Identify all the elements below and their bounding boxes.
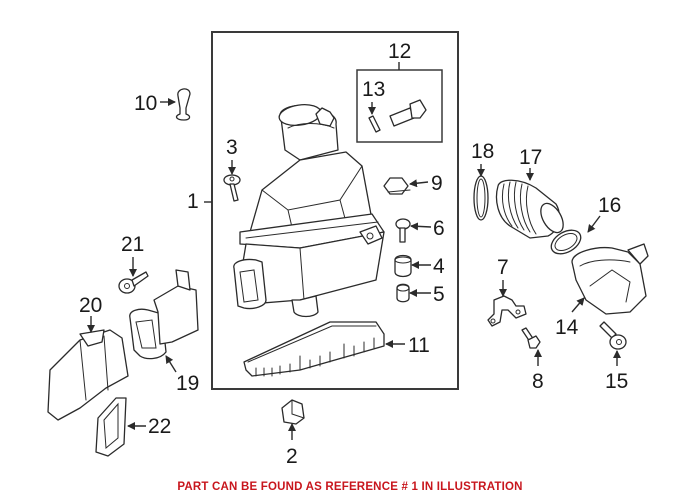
bolt-3[interactable] bbox=[223, 174, 241, 202]
throttle-housing-14[interactable] bbox=[571, 243, 649, 315]
intake-duct-19[interactable] bbox=[129, 269, 199, 360]
reference-note: PART CAN BE FOUND AS REFERENCE # 1 IN IL… bbox=[177, 481, 523, 493]
callout-8: 8 bbox=[532, 370, 544, 393]
callout-3: 3 bbox=[226, 136, 238, 159]
callout-2: 2 bbox=[286, 445, 298, 468]
callout-labels: 1 2 3 4 5 6 7 8 9 10 11 12 13 14 15 16 1… bbox=[79, 40, 628, 468]
plug-10[interactable] bbox=[175, 88, 191, 121]
callout-19: 19 bbox=[176, 372, 199, 395]
clamp-18[interactable] bbox=[473, 175, 489, 221]
nut-9[interactable] bbox=[383, 177, 411, 195]
callout-12: 12 bbox=[388, 40, 411, 63]
callout-6: 6 bbox=[433, 217, 445, 240]
callout-9: 9 bbox=[431, 172, 443, 195]
air-guide-20[interactable] bbox=[47, 329, 129, 421]
callout-1: 1 bbox=[187, 190, 199, 213]
callout-7: 7 bbox=[497, 256, 509, 279]
assembly-box bbox=[211, 31, 459, 390]
bracket-7[interactable] bbox=[487, 295, 527, 327]
callout-20: 20 bbox=[79, 294, 102, 317]
grommet-4[interactable] bbox=[394, 254, 412, 278]
air-filter-element[interactable] bbox=[243, 321, 385, 377]
callout-10: 10 bbox=[134, 92, 157, 115]
bolt-21[interactable] bbox=[118, 271, 149, 294]
clamp-16[interactable] bbox=[547, 225, 585, 258]
screw-6[interactable] bbox=[395, 218, 411, 243]
callout-14: 14 bbox=[555, 316, 579, 339]
leader-lines bbox=[87, 98, 621, 440]
callout-22: 22 bbox=[148, 415, 171, 438]
callout-5: 5 bbox=[433, 283, 445, 306]
callout-17: 17 bbox=[519, 146, 542, 169]
bushing-5[interactable] bbox=[396, 283, 410, 303]
callout-15: 15 bbox=[605, 370, 628, 393]
seal-13[interactable] bbox=[368, 115, 381, 133]
intake-boot-17[interactable] bbox=[495, 179, 568, 239]
bolt-8[interactable] bbox=[521, 327, 541, 349]
callout-21: 21 bbox=[121, 233, 144, 256]
bolt-15[interactable] bbox=[599, 321, 627, 350]
callout-11: 11 bbox=[408, 334, 430, 357]
callout-18: 18 bbox=[471, 140, 494, 163]
callout-16: 16 bbox=[598, 194, 621, 217]
air-cleaner-housing[interactable] bbox=[233, 102, 385, 318]
mass-airflow-sensor-12[interactable] bbox=[389, 99, 427, 127]
grille-22[interactable] bbox=[95, 397, 127, 457]
callout-13: 13 bbox=[362, 78, 385, 101]
clip-2[interactable] bbox=[281, 399, 305, 425]
callout-4: 4 bbox=[433, 255, 445, 278]
